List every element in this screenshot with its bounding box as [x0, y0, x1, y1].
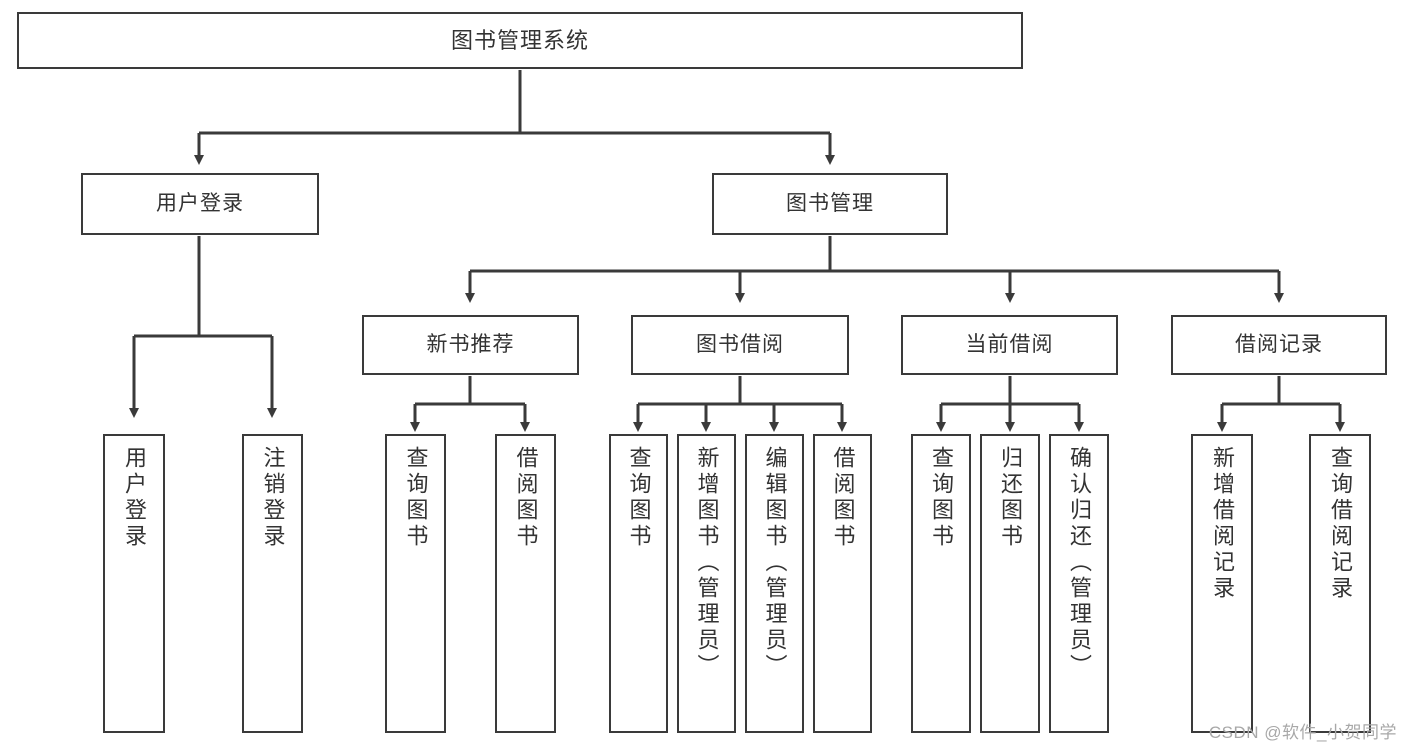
node-label: 编辑图书（管理员）: [762, 446, 788, 680]
node-book-borrow[interactable]: 图书借阅: [631, 315, 849, 375]
node-borrow-record[interactable]: 借阅记录: [1171, 315, 1387, 375]
node-label: 用户登录: [156, 191, 244, 215]
node-current-borrow[interactable]: 当前借阅: [901, 315, 1118, 375]
leaf-borrow-add-book[interactable]: 新增图书（管理员）: [677, 434, 736, 733]
node-label: 归还图书: [998, 446, 1023, 550]
node-label: 查询图书: [403, 446, 429, 550]
leaf-borrow-borrow-book[interactable]: 借阅图书: [813, 434, 872, 733]
edges: [129, 70, 1345, 432]
leaf-borrow-query-book[interactable]: 查询图书: [609, 434, 668, 733]
leaf-current-confirm-return[interactable]: 确认归还（管理员）: [1049, 434, 1109, 733]
leaf-current-return-book[interactable]: 归还图书: [980, 434, 1040, 733]
leaf-borrow-edit-book[interactable]: 编辑图书（管理员）: [745, 434, 804, 733]
node-label: 借阅记录: [1235, 332, 1323, 356]
node-new-book-recommend[interactable]: 新书推荐: [362, 315, 579, 375]
node-label: 新增借阅记录: [1210, 446, 1235, 602]
node-label: 借阅图书: [513, 446, 539, 550]
node-label: 借阅图书: [830, 446, 856, 550]
node-label: 查询借阅记录: [1328, 446, 1353, 602]
leaf-recommend-query-book[interactable]: 查询图书: [385, 434, 446, 733]
node-label: 当前借阅: [965, 332, 1054, 356]
node-label: 新书推荐: [426, 332, 515, 356]
node-label: 查询图书: [626, 446, 652, 550]
leaf-user-login-logout[interactable]: 注销登录: [242, 434, 303, 733]
leaf-record-add-record[interactable]: 新增借阅记录: [1191, 434, 1253, 733]
leaf-current-query-book[interactable]: 查询图书: [911, 434, 971, 733]
node-book-management[interactable]: 图书管理: [712, 173, 948, 235]
node-user-login[interactable]: 用户登录: [81, 173, 319, 235]
node-label: 图书借阅: [696, 332, 784, 356]
node-label: 查询图书: [929, 446, 954, 550]
node-label: 用户登录: [122, 446, 147, 550]
node-label: 注销登录: [260, 446, 286, 550]
leaf-recommend-borrow-book[interactable]: 借阅图书: [495, 434, 556, 733]
leaf-record-query-record[interactable]: 查询借阅记录: [1309, 434, 1371, 733]
node-root-system[interactable]: 图书管理系统: [17, 12, 1023, 69]
node-label: 图书管理: [786, 191, 874, 215]
node-label: 新增图书（管理员）: [694, 446, 720, 680]
leaf-user-login-login[interactable]: 用户登录: [103, 434, 165, 733]
node-label: 图书管理系统: [450, 27, 589, 53]
node-label: 确认归还（管理员）: [1067, 446, 1092, 680]
